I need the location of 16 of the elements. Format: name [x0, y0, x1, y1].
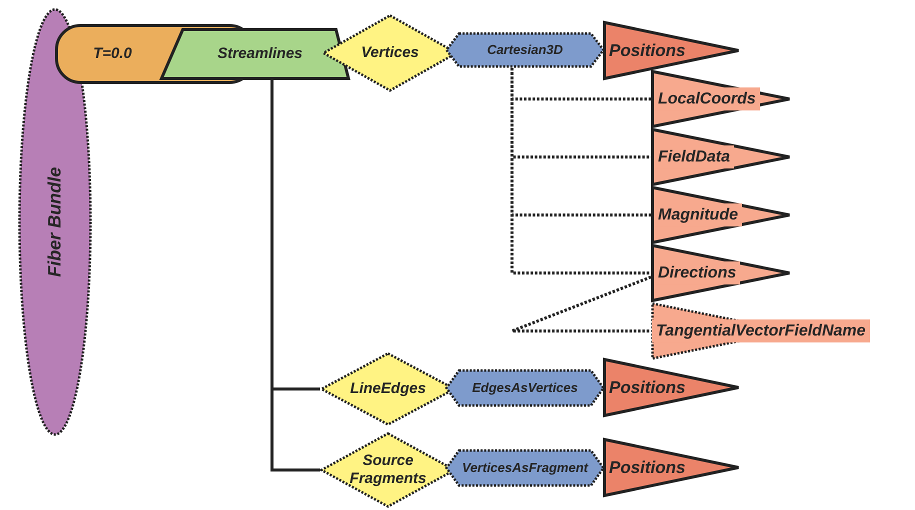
connector-line: [270, 80, 320, 472]
node-label: Positions: [609, 457, 686, 478]
node-label: Vertices: [360, 44, 420, 62]
node-label: VerticesAsFragment: [461, 460, 590, 476]
dotted-connector: [510, 68, 651, 274]
node-label: Cartesian3D: [486, 42, 564, 58]
node-label: Source Fragments: [348, 452, 428, 488]
node-label: Positions: [609, 377, 686, 398]
node-label: EdgesAsVertices: [471, 380, 579, 396]
node-label: Positions: [609, 40, 686, 61]
dotted-connector: [510, 276, 652, 332]
node-label: Streamlines: [216, 45, 304, 63]
node-label: TangentialVectorFieldName: [652, 319, 870, 343]
node-label: T=0.0: [92, 45, 133, 63]
node-label: LineEdges: [349, 380, 427, 398]
node-label: Fiber Bundle: [44, 167, 66, 277]
